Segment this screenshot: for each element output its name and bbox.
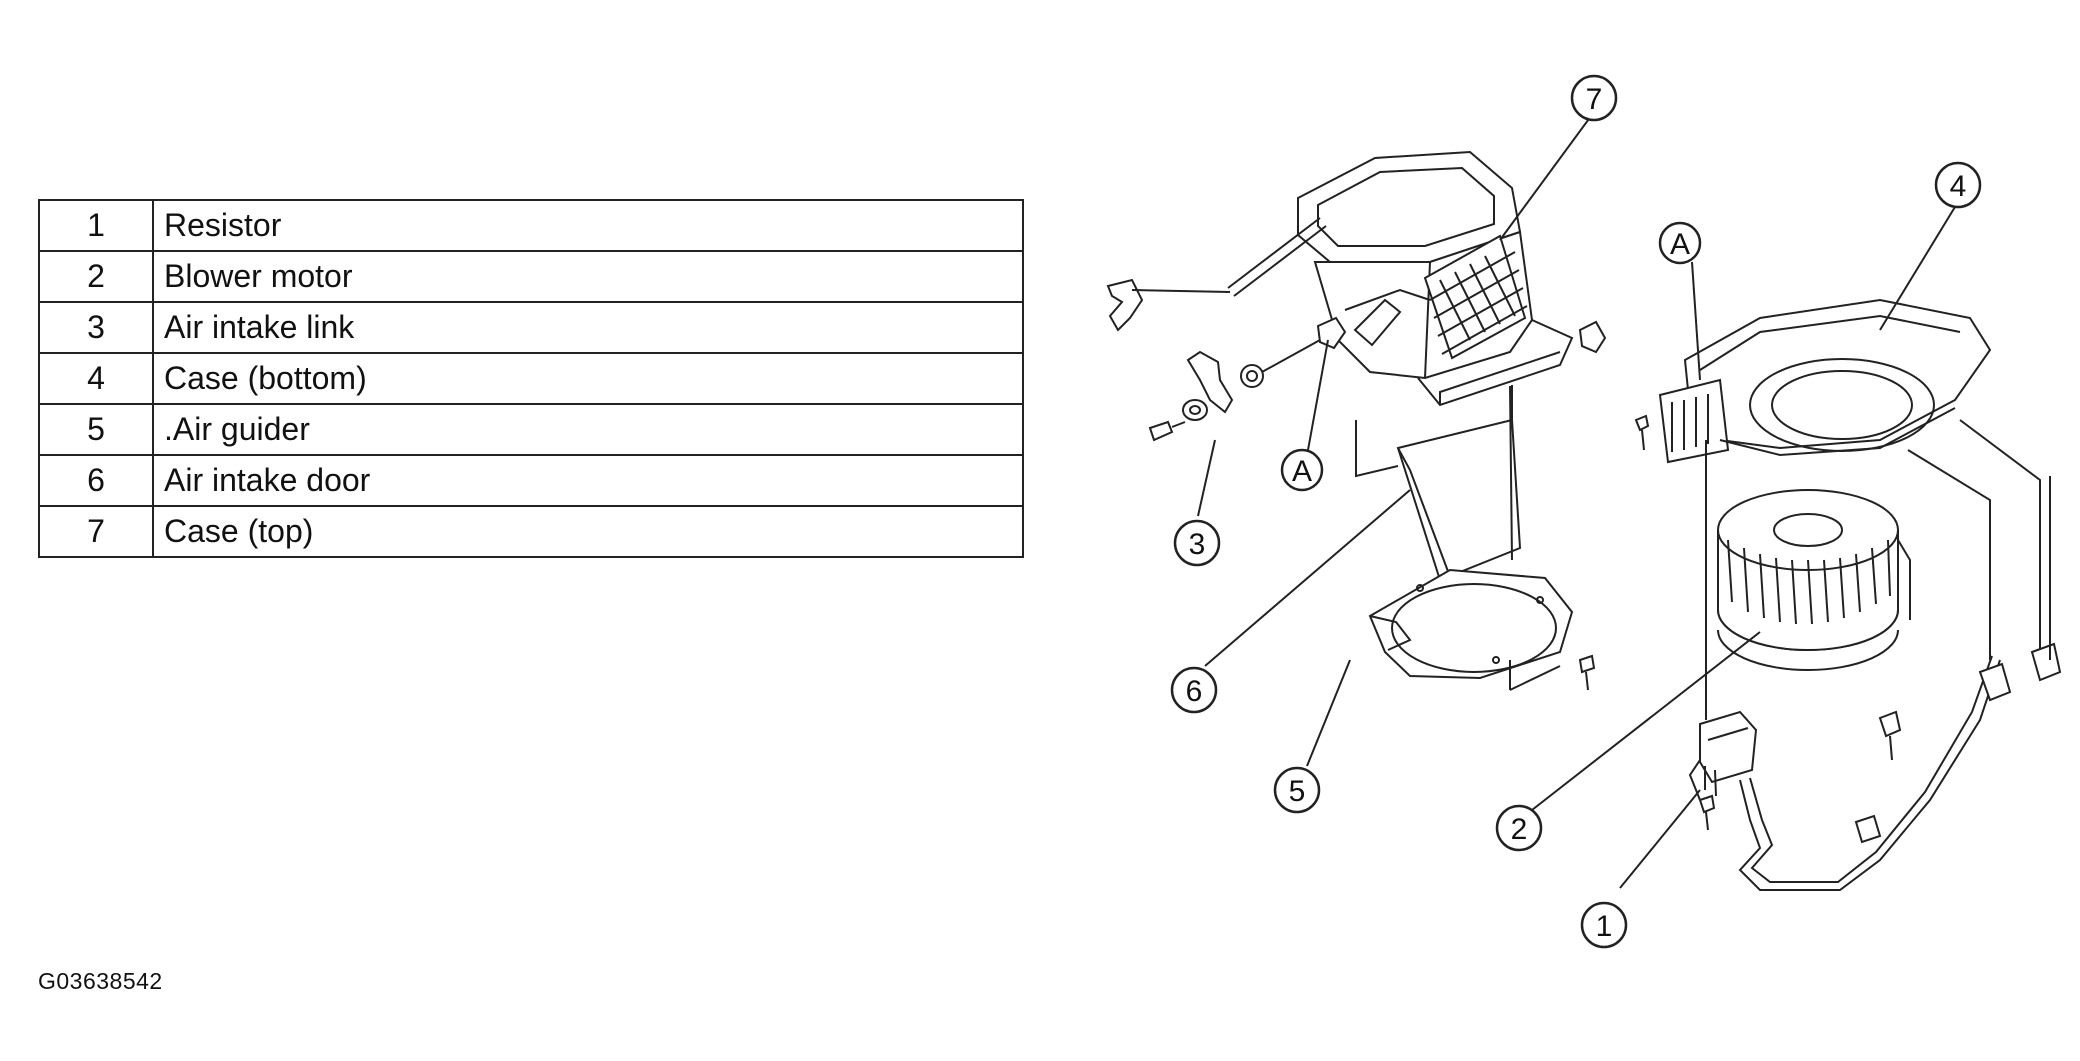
legend-number: 2 — [38, 250, 154, 303]
case-top-drawing — [1297, 150, 1574, 407]
svg-text:A: A — [1292, 455, 1312, 488]
callout-6: 6 — [1170, 666, 1218, 714]
leader-lines — [1197, 111, 1959, 889]
resistor-drawing — [1688, 419, 2062, 891]
legend-part-name: Case (top) — [152, 505, 1024, 558]
figure-code: G03638542 — [38, 968, 163, 994]
air-intake-link-drawing — [1106, 217, 1327, 442]
callout-a-left: A — [1280, 448, 1324, 492]
parts-legend-table: 1 Resistor 2 Blower motor 3 Air intake l… — [38, 199, 1024, 558]
legend-part-name: Case (bottom) — [152, 352, 1024, 405]
legend-row: 6 Air intake door — [38, 454, 1024, 507]
legend-number: 6 — [38, 454, 154, 507]
legend-part-name: .Air guider — [152, 403, 1024, 456]
blower-motor-drawing — [1717, 489, 1911, 671]
callout-1: 1 — [1580, 901, 1628, 949]
legend-row: 5 .Air guider — [38, 403, 1024, 456]
air-guider-drawing — [1368, 385, 1596, 691]
svg-text:5: 5 — [1289, 775, 1306, 808]
callout-7: 7 — [1570, 74, 1618, 122]
legend-row: 2 Blower motor — [38, 250, 1024, 303]
legend-number: 7 — [38, 505, 154, 558]
legend-row: 4 Case (bottom) — [38, 352, 1024, 405]
callout-a-right: A — [1658, 221, 1702, 265]
svg-text:1: 1 — [1596, 910, 1613, 943]
legend-part-name: Air intake door — [152, 454, 1024, 507]
legend-row: 1 Resistor — [38, 199, 1024, 252]
svg-text:4: 4 — [1950, 170, 1967, 203]
svg-text:2: 2 — [1511, 813, 1528, 846]
svg-text:3: 3 — [1189, 528, 1206, 561]
legend-number: 5 — [38, 403, 154, 456]
legend-row: 3 Air intake link — [38, 301, 1024, 354]
callout-3: 3 — [1173, 519, 1221, 567]
legend-part-name: Blower motor — [152, 250, 1024, 303]
legend-number: 3 — [38, 301, 154, 354]
case-bottom-drawing — [1634, 298, 1992, 464]
svg-text:A: A — [1670, 228, 1690, 261]
legend-part-name: Resistor — [152, 199, 1024, 252]
callout-4: 4 — [1934, 161, 1982, 209]
legend-number: 1 — [38, 199, 154, 252]
air-intake-door-drawing — [1355, 385, 1522, 583]
legend-row: 7 Case (top) — [38, 505, 1024, 558]
callout-5: 5 — [1273, 766, 1321, 814]
svg-text:6: 6 — [1186, 675, 1203, 708]
clip-drawing — [1316, 316, 1607, 354]
legend-number: 4 — [38, 352, 154, 405]
callout-2: 2 — [1495, 804, 1543, 852]
svg-text:7: 7 — [1586, 83, 1603, 116]
legend-part-name: Air intake link — [152, 301, 1024, 354]
